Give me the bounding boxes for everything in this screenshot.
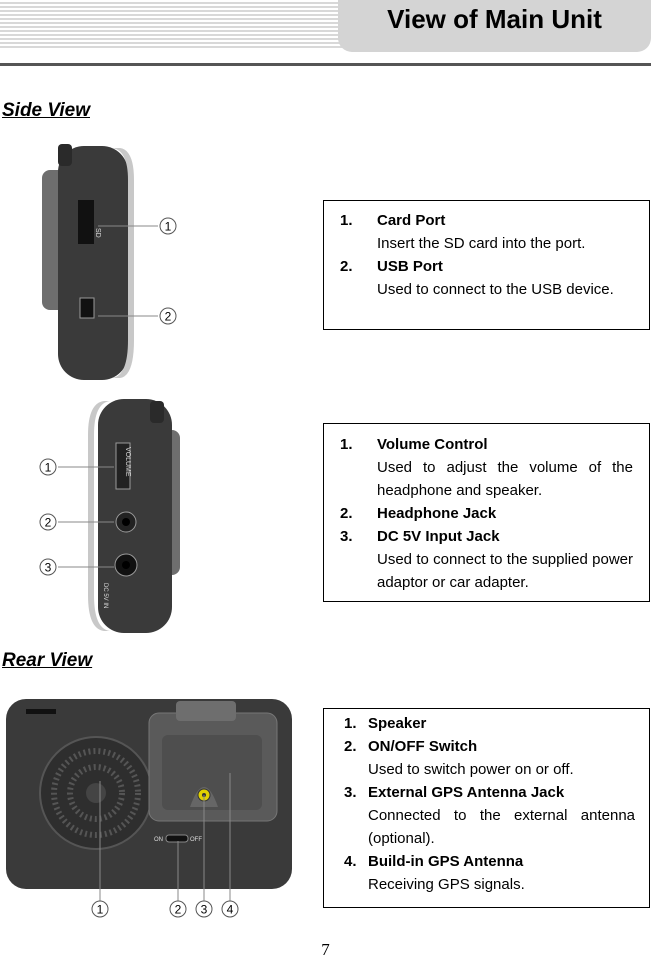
callout-number-1: 1	[97, 903, 104, 917]
side-view-figure-2: VOLUME DC 5V IN 1 2 3	[39, 399, 180, 633]
speaker-ring-outer	[51, 748, 141, 838]
callout-circle-4	[221, 900, 239, 918]
side-view-description-box-2: 1. Volume Control Used to adjust the vol…	[323, 423, 650, 602]
callout-circle-3	[39, 558, 57, 576]
item-number: 2.	[340, 505, 353, 522]
callout-circle-1	[91, 900, 109, 918]
callout-number-2: 2	[45, 516, 52, 530]
item-title: USB Port	[377, 258, 443, 275]
item-title: DC 5V Input Jack	[377, 528, 500, 545]
list-item: 3. External GPS Antenna Jack Connected t…	[344, 781, 635, 850]
device-bezel	[88, 401, 110, 631]
rear-view-description-box: 1. Speaker 2. ON/OFF Switch Used to swit…	[323, 708, 650, 908]
list-item: 3. DC 5V Input Jack Used to connect to t…	[340, 525, 633, 594]
dc-label: DC 5V IN	[102, 583, 108, 608]
stand-hinge	[176, 701, 236, 721]
rear-view-figure: ON OFF 1 2 3 4	[6, 699, 292, 918]
volume-label: VOLUME	[124, 447, 131, 477]
callout-circle-2	[159, 307, 177, 325]
item-title: Build-in GPS Antenna	[368, 853, 524, 870]
speaker-ring-inner	[67, 764, 125, 822]
item-description: Used to switch power on or off.	[368, 761, 574, 778]
item-number: 1.	[340, 436, 353, 453]
callout-number-3: 3	[201, 903, 208, 917]
page-number: 7	[321, 940, 330, 959]
callout-number-2: 2	[165, 310, 172, 324]
item-title: Card Port	[377, 212, 446, 229]
callout-circle-2	[169, 900, 187, 918]
side-view-description-box-1: 1. Card Port Insert the SD card into the…	[323, 200, 650, 330]
device-clip	[58, 144, 72, 166]
list-item: 2. ON/OFF Switch Used to switch power on…	[344, 735, 635, 781]
list-item: 2. USB Port Used to connect to the USB d…	[340, 255, 633, 301]
list-item: 1. Card Port Insert the SD card into the…	[340, 209, 633, 255]
side-view-heading: Side View	[2, 100, 90, 121]
item-description: Used to adjust the volume of the headpho…	[377, 459, 633, 499]
list-item: 2. Headphone Jack	[340, 502, 633, 525]
item-description: Receiving GPS signals.	[368, 876, 525, 893]
headphone-jack-hole	[122, 518, 130, 526]
header-tab: View of Main Unit	[338, 0, 651, 52]
sd-slot-label: SD	[94, 228, 101, 238]
side-view-figure-1: SD 1 2	[42, 144, 177, 380]
list-item: 1. Speaker	[344, 712, 635, 735]
item-description: Used to connect to the USB device.	[377, 281, 614, 298]
rear-view-heading: Rear View	[2, 650, 93, 671]
item-number: 2.	[344, 738, 357, 755]
item-number: 1.	[340, 212, 353, 229]
item-title: External GPS Antenna Jack	[368, 784, 565, 801]
item-number: 1.	[344, 715, 357, 732]
item-title: Volume Control	[377, 436, 488, 453]
header-stripes	[0, 0, 350, 50]
item-description: Used to connect to the supplied power ad…	[377, 551, 633, 591]
callout-number-4: 4	[227, 903, 234, 917]
speaker-center	[86, 783, 106, 803]
switch-off-label: OFF	[190, 837, 202, 843]
callout-number-3: 3	[45, 561, 52, 575]
item-title: Speaker	[368, 715, 427, 732]
callout-number-1: 1	[45, 461, 52, 475]
list-item: 4. Build-in GPS Antenna Receiving GPS si…	[344, 850, 635, 896]
item-number: 2.	[340, 258, 353, 275]
header-rule	[0, 63, 651, 66]
callout-number-2: 2	[175, 903, 182, 917]
top-slot	[26, 709, 56, 714]
item-description: Connected to the external antenna (optio…	[368, 807, 635, 847]
item-number: 3.	[340, 528, 353, 545]
callout-number-1: 1	[165, 220, 172, 234]
item-title: Headphone Jack	[377, 505, 497, 522]
on-off-switch	[165, 834, 189, 843]
item-title: ON/OFF Switch	[368, 738, 478, 755]
switch-on-label: ON	[154, 837, 163, 843]
device-body	[98, 399, 172, 633]
device-bezel	[112, 148, 134, 378]
callout-circle-1	[39, 458, 57, 476]
usb-port	[79, 297, 95, 319]
volume-wheel	[115, 442, 131, 490]
device-clip	[150, 401, 164, 423]
dc-input-jack-hole	[122, 561, 130, 569]
item-description: Insert the SD card into the port.	[377, 235, 586, 252]
callout-circle-2	[39, 513, 57, 531]
callout-circle-3	[195, 900, 213, 918]
callout-circle-1	[159, 217, 177, 235]
device-body	[58, 146, 128, 380]
page-title: View of Main Unit	[387, 4, 602, 34]
item-number: 4.	[344, 853, 357, 870]
list-item: 1. Volume Control Used to adjust the vol…	[340, 433, 633, 502]
sd-slot	[78, 200, 94, 244]
item-number: 3.	[344, 784, 357, 801]
stand-panel	[162, 735, 262, 810]
